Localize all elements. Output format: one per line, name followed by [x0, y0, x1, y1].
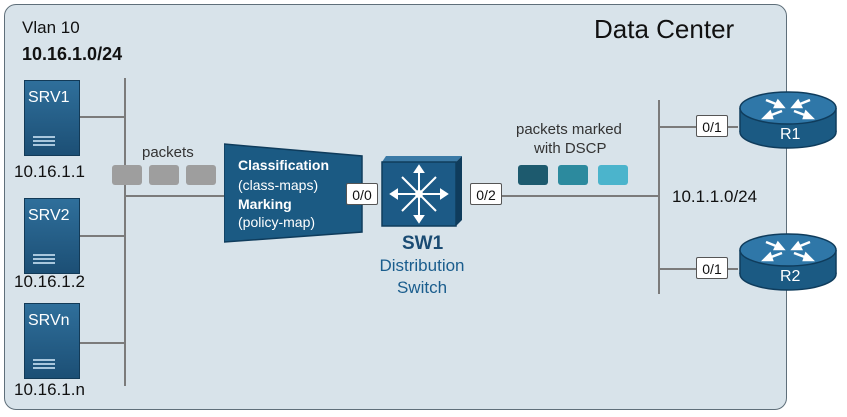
vlan-subnet: 10.16.1.0/24 [22, 44, 123, 64]
server-name: SRV2 [28, 207, 70, 224]
dscp-packet-icon [598, 165, 628, 185]
packets-label: packets [142, 144, 194, 161]
marking-label: Marking [238, 196, 292, 212]
server-ip: 10.16.1.n [14, 380, 85, 399]
port-0-2[interactable]: 0/2 [470, 183, 502, 205]
server-vent-icon [33, 136, 55, 138]
policy-map-label: (policy-map) [238, 214, 316, 230]
server-ip: 10.16.1.2 [14, 272, 85, 291]
marked-packets-label-line1: packets marked [516, 121, 622, 138]
router-r2-icon[interactable] [736, 228, 840, 294]
vlan-label: Vlan 10 [22, 18, 80, 37]
switch-name: SW1 [402, 233, 444, 254]
lan-segment-line [124, 78, 126, 386]
dscp-packet-icon [558, 165, 588, 185]
server-vent-icon [33, 254, 55, 256]
router-r1-label: R1 [780, 126, 801, 143]
dscp-packet-icon [518, 165, 548, 185]
server-vent-icon [33, 359, 55, 361]
port-0-0[interactable]: 0/0 [346, 183, 378, 205]
router-r2-label: R2 [780, 268, 801, 285]
packet-icon [149, 165, 179, 185]
qos-policy-shape [224, 143, 363, 243]
srvn-link [80, 342, 126, 344]
data-center-title: Data Center [594, 14, 735, 44]
server-srv1-icon[interactable]: SRV1 [24, 80, 80, 156]
server-srv2-icon[interactable]: SRV2 [24, 198, 80, 274]
packet-icon [186, 165, 216, 185]
switch-to-wan-link [502, 195, 660, 197]
router-r1-icon[interactable] [736, 86, 840, 152]
r2-port[interactable]: 0/1 [696, 257, 728, 279]
packet-icon [112, 165, 142, 185]
srv1-link [80, 116, 126, 118]
wan-segment-line [658, 100, 660, 294]
switch-role-line1: Distribution [379, 256, 465, 275]
wan-subnet: 10.1.1.0/24 [672, 187, 758, 206]
switch-role-line2: Switch [396, 278, 448, 297]
class-maps-label: (class-maps) [238, 177, 319, 193]
marked-packets-label-line2: with DSCP [534, 140, 607, 157]
server-ip: 10.16.1.1 [14, 162, 85, 181]
server-name: SRVn [28, 312, 70, 329]
lan-to-qos-link [124, 195, 226, 197]
srv2-link [80, 235, 126, 237]
classification-label: Classification [238, 157, 330, 173]
r1-port[interactable]: 0/1 [696, 115, 728, 137]
server-name: SRV1 [28, 89, 70, 106]
server-srvn-icon[interactable]: SRVn [24, 303, 80, 379]
multilayer-switch-icon[interactable] [380, 152, 466, 230]
